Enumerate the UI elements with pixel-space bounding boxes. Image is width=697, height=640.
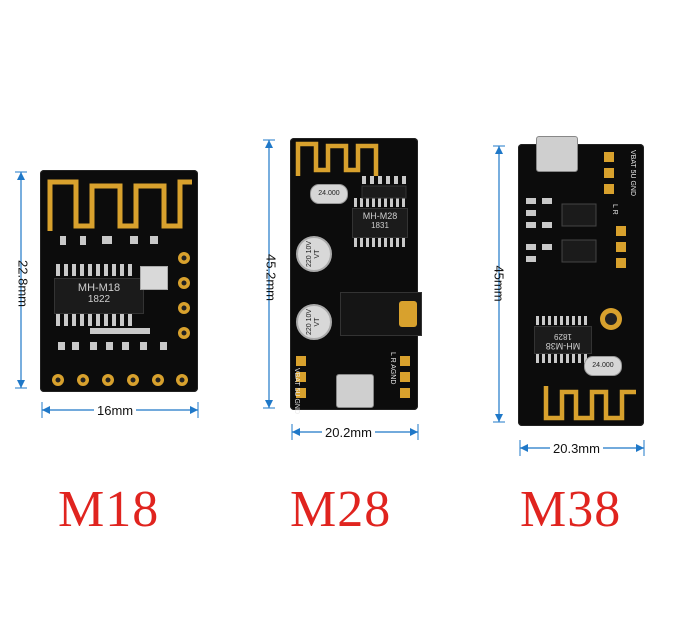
- m28-crystal-label: 24.000: [318, 190, 340, 197]
- m28-chip-pins: [354, 198, 405, 247]
- m18-components: [58, 236, 167, 350]
- m38-crystal: 24.000: [584, 356, 622, 376]
- m38-height-dimension: [493, 145, 505, 423]
- m38-mid-pin-labels: L R: [611, 204, 618, 215]
- m18-width-label: 16mm: [94, 403, 137, 418]
- m18-bottom-pads: [52, 374, 188, 386]
- m38-pads: [604, 152, 626, 268]
- m28-audio-jack: [340, 292, 422, 336]
- m28-chip-label: MH-M28: [362, 211, 398, 221]
- m28-crystal: 24.000: [310, 184, 348, 204]
- m38-board: VBAT 5U GND L R MH-M38 1829: [518, 136, 644, 426]
- m28-width-label: 20.2mm: [322, 425, 375, 440]
- m38-crystal-label: 24.000: [592, 362, 614, 369]
- m28-capacitor-1: 220 10V VT: [296, 236, 332, 272]
- m38-model-label: M38: [520, 481, 622, 538]
- m18-height-dimension: [15, 171, 27, 389]
- m18-chip-pins: [56, 264, 132, 326]
- m28-board: 24.000 MH-M28 1831 220 10: [290, 138, 422, 414]
- m28-antenna: [295, 141, 379, 176]
- m18-crystal: [140, 266, 168, 290]
- m28-right-pin-labels: L R AGND: [389, 352, 396, 385]
- m18-height-label: 22.8mm: [15, 260, 31, 307]
- m28-capacitor-2: 220 10V VT: [296, 304, 332, 340]
- m38-antenna: [543, 386, 636, 421]
- m28-left-pin-labels: VBAT 5U GND: [293, 368, 300, 415]
- m38-height-label: 45mm: [491, 265, 507, 302]
- m18-right-pads: [178, 252, 190, 339]
- m18-model-label: M18: [58, 481, 160, 538]
- m38-small-chips: [526, 198, 597, 263]
- m38-mounting-hole: [600, 308, 622, 330]
- m18-antenna: [47, 179, 192, 231]
- m28-height-label: 45.2mm: [263, 254, 279, 301]
- m38-width-label: 20.3mm: [550, 441, 603, 456]
- m18-board: MH-M18 1822: [40, 170, 198, 392]
- m28-chip-code: 1831: [371, 221, 389, 230]
- m28-height-dimension: [263, 139, 275, 409]
- m28-capacitor-1-label: 220 10V VT: [306, 240, 321, 268]
- m28-capacitor-2-label: 220 10V VT: [306, 308, 321, 336]
- m28-pads: [296, 356, 410, 398]
- m28-upper-chip-pins: [361, 176, 407, 199]
- m28-chip: MH-M28 1831: [352, 208, 408, 238]
- m38-usb-port: [536, 136, 578, 172]
- m28-model-label: M28: [290, 481, 392, 538]
- m18-chip-code: 1822: [87, 294, 111, 305]
- m38-chip-pins: [536, 316, 587, 363]
- m18-chip: MH-M18 1822: [54, 278, 144, 314]
- m28-usb-port: [336, 374, 374, 408]
- m18-chip-label: MH-M18: [77, 282, 121, 294]
